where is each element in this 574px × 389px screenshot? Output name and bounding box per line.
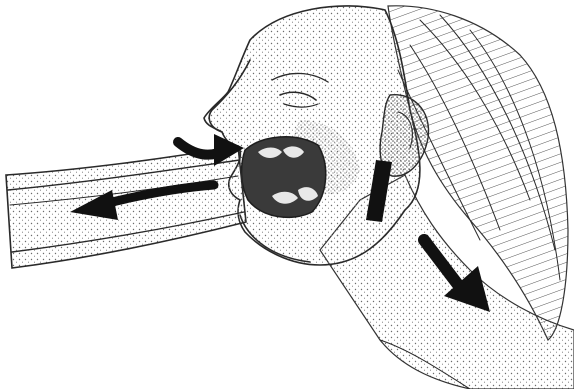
- tube: [6, 146, 246, 268]
